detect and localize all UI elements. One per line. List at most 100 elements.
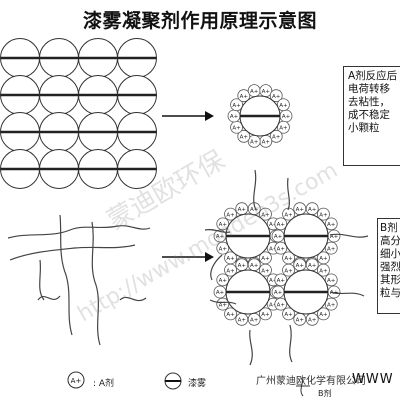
svg-text:A+: A+ bbox=[262, 140, 271, 146]
paint-mist-droplet bbox=[39, 112, 79, 152]
a-agent-particle: A+ bbox=[259, 307, 272, 321]
paint-mist-droplet bbox=[117, 38, 157, 78]
paint-mist-droplet bbox=[0, 149, 40, 189]
svg-text:A+: A+ bbox=[261, 268, 270, 274]
legend-paint-sphere bbox=[164, 372, 182, 390]
paint-mist-droplet bbox=[225, 213, 271, 259]
svg-text:A+: A+ bbox=[226, 268, 235, 274]
a-agent-particle: A+ bbox=[213, 285, 227, 299]
paint-mist-droplet bbox=[225, 269, 271, 315]
a-agent-particle: A+ bbox=[279, 109, 293, 123]
a-agent-particle: A+ bbox=[324, 273, 338, 287]
svg-text:A+: A+ bbox=[238, 263, 247, 269]
a-agent-particle: A+ bbox=[230, 98, 243, 112]
svg-text:A+: A+ bbox=[250, 207, 259, 213]
svg-text:A+: A+ bbox=[296, 207, 305, 213]
polymer-chains bbox=[7, 214, 151, 346]
a-agent-particle: A+ bbox=[317, 263, 330, 277]
a-agent-particle: A+ bbox=[259, 263, 272, 277]
svg-text:A+: A+ bbox=[219, 222, 228, 228]
svg-text:A+: A+ bbox=[250, 263, 259, 269]
svg-text:A+: A+ bbox=[284, 268, 293, 274]
paint-mist-droplet bbox=[39, 38, 79, 78]
floc-cluster: A+A+A+A+A+A+A+A+A+A+A+A+A+A+A+A+A+A+A+A+… bbox=[213, 202, 341, 326]
box-a-line: 成不稳定 bbox=[348, 109, 390, 121]
svg-text:A+: A+ bbox=[240, 94, 249, 100]
svg-text:A+: A+ bbox=[277, 278, 286, 284]
svg-text:A+: A+ bbox=[261, 256, 270, 262]
box-a-line: 去粘性， bbox=[348, 96, 390, 108]
a-agent-particle: A+ bbox=[259, 84, 273, 98]
a-agent-particle: A+ bbox=[305, 258, 319, 272]
svg-text:A+: A+ bbox=[319, 268, 328, 274]
a-agent-particle: A+ bbox=[271, 285, 285, 299]
a-agent-particle: A+ bbox=[259, 134, 273, 148]
svg-text:A+: A+ bbox=[327, 278, 336, 284]
svg-text:A+: A+ bbox=[282, 114, 291, 120]
a-agent-explanation-box: A剂反应后 电荷转移 去粘性， 成不稳定 小颗粒 bbox=[343, 66, 400, 166]
a-agent-particle: A+ bbox=[317, 251, 330, 265]
paint-mist-droplet bbox=[283, 269, 329, 315]
svg-text:A+: A+ bbox=[269, 278, 278, 284]
svg-text:A+: A+ bbox=[308, 207, 317, 213]
paint-mist-droplet bbox=[39, 75, 79, 115]
a-agent-particle: A+ bbox=[274, 241, 288, 255]
floc-chains bbox=[204, 169, 369, 366]
legend-b-chain-icon bbox=[296, 377, 310, 397]
svg-text:A+: A+ bbox=[308, 317, 317, 323]
a-agent-particle: A+ bbox=[216, 217, 230, 231]
a-agent-particle: A+ bbox=[224, 251, 237, 265]
svg-text:A+: A+ bbox=[296, 263, 305, 269]
a-agent-particle: A+ bbox=[216, 297, 230, 311]
svg-text:A+: A+ bbox=[272, 94, 281, 100]
svg-text:A+: A+ bbox=[274, 234, 283, 240]
a-agent-particle: A+ bbox=[224, 207, 237, 221]
a-agent-particle: A+ bbox=[277, 120, 290, 134]
svg-text:A+: A+ bbox=[232, 125, 241, 131]
svg-text:A+: A+ bbox=[216, 290, 225, 296]
box-b-line: 细小 bbox=[380, 248, 400, 260]
paint-mist-droplet bbox=[78, 149, 118, 189]
svg-text:A+: A+ bbox=[327, 222, 336, 228]
svg-text:A+: A+ bbox=[319, 312, 328, 318]
a-agent-particle: A+ bbox=[305, 312, 319, 326]
svg-text:A+: A+ bbox=[327, 246, 336, 252]
legend-paint-label: 漆雾 bbox=[188, 379, 207, 389]
www-text: WWW bbox=[352, 372, 394, 387]
box-b-line: 其形 bbox=[380, 274, 400, 286]
svg-text:A+: A+ bbox=[230, 114, 239, 120]
a-agent-cluster: A+A+A+A+A+A+A+A+A+A+A+A+A+A+ bbox=[227, 84, 293, 148]
paint-mist-grid bbox=[0, 38, 157, 189]
svg-text:A+: A+ bbox=[226, 256, 235, 262]
legend-b-label: B剂 bbox=[318, 389, 332, 398]
svg-text:A+: A+ bbox=[279, 103, 288, 109]
svg-text:A+: A+ bbox=[319, 256, 328, 262]
svg-text:A+: A+ bbox=[277, 246, 286, 252]
svg-text:A+: A+ bbox=[232, 103, 241, 109]
svg-text:A+: A+ bbox=[272, 135, 281, 141]
svg-text:A+: A+ bbox=[262, 89, 271, 95]
svg-text:A+: A+ bbox=[296, 317, 305, 323]
a-agent-particle: A+ bbox=[216, 273, 230, 287]
a-agent-particle: A+ bbox=[259, 207, 272, 221]
svg-text:A+: A+ bbox=[240, 135, 249, 141]
arrow-bottom bbox=[162, 252, 214, 262]
a-agent-particle: A+ bbox=[274, 297, 288, 311]
paint-mist-droplet bbox=[283, 213, 329, 259]
svg-text:A+: A+ bbox=[250, 140, 259, 146]
box-b-line: 强烈 bbox=[380, 261, 400, 273]
a-agent-particle: A+ bbox=[282, 307, 295, 321]
svg-text:A+: A+ bbox=[250, 89, 259, 95]
a-agent-particle: A+ bbox=[227, 109, 241, 123]
svg-text:A+: A+ bbox=[250, 317, 259, 323]
a-agent-particle: A+ bbox=[269, 89, 283, 103]
a-agent-particle: A+ bbox=[224, 307, 237, 321]
company-footer: 广州蒙迪欧化学有限公司 bbox=[256, 376, 366, 387]
svg-text:A+: A+ bbox=[261, 312, 270, 318]
a-agent-particle: A+ bbox=[324, 297, 338, 311]
svg-text:A+: A+ bbox=[327, 302, 336, 308]
svg-text:A+: A+ bbox=[226, 312, 235, 318]
a-agent-particle: A+ bbox=[317, 307, 330, 321]
a-agent-particle: A+ bbox=[216, 241, 230, 255]
